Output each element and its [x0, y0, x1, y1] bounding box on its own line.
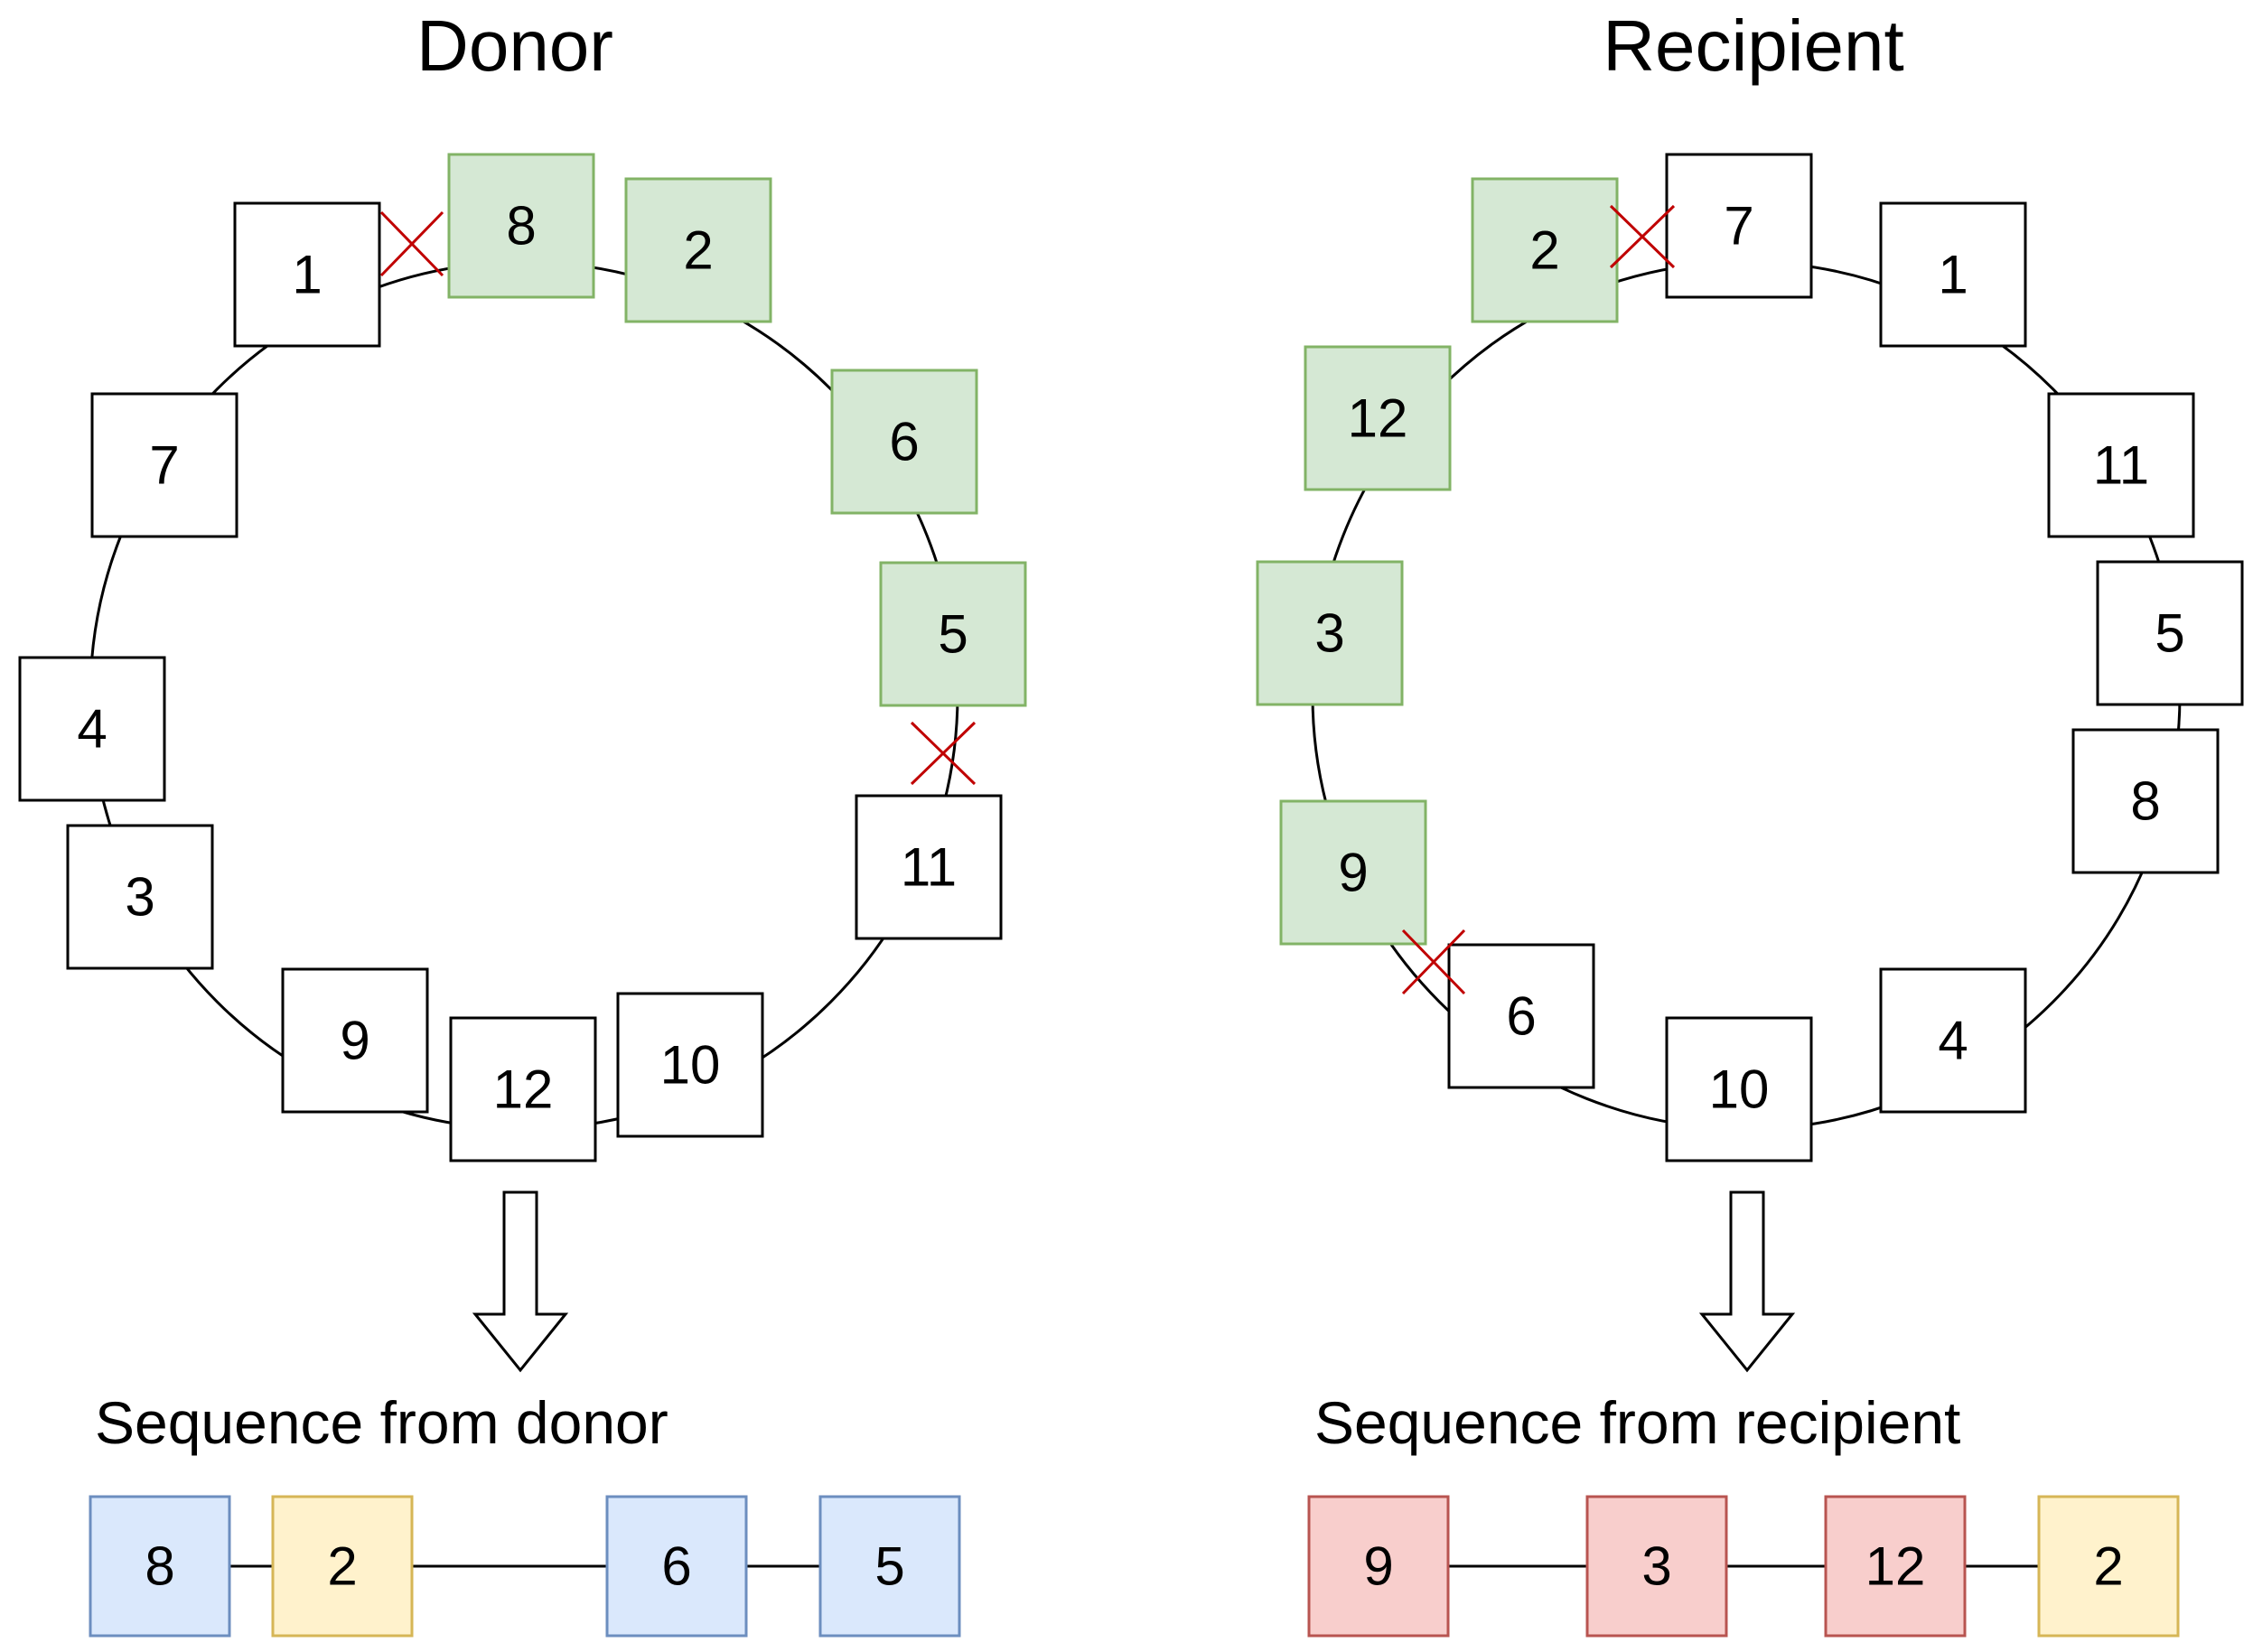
recipient-down-arrow: [1698, 1190, 1796, 1373]
svg-text:1: 1: [292, 245, 322, 305]
donor-node: 4: [18, 656, 166, 802]
recipient-node: 4: [1879, 967, 2027, 1114]
donor-sequence-item: 6: [605, 1495, 748, 1638]
svg-text:10: 10: [660, 1035, 721, 1096]
donor-cut-mark-2: [910, 721, 977, 786]
donor-node: 3: [66, 824, 214, 970]
svg-text:12: 12: [493, 1059, 554, 1120]
svg-text:5: 5: [2155, 603, 2184, 664]
donor-ring-nodes: 1 8 2 6 5 11 10 12 9 3 4 7: [18, 153, 1027, 1162]
donor-node: 10: [616, 992, 764, 1138]
recipient-ring-nodes: 7 1 11 5 8 4 10 6 9 3 12 2: [1256, 153, 2244, 1162]
svg-text:6: 6: [1506, 986, 1536, 1047]
svg-text:3: 3: [125, 867, 154, 928]
donor-down-arrow: [472, 1190, 569, 1373]
recipient-title: Recipient: [1603, 5, 1904, 86]
svg-text:2: 2: [2093, 1536, 2123, 1597]
donor-node: 9: [281, 967, 429, 1114]
donor-node: 1: [233, 201, 381, 348]
svg-text:6: 6: [889, 412, 919, 472]
svg-text:3: 3: [1641, 1536, 1671, 1597]
svg-text:8: 8: [506, 196, 536, 257]
recipient-node: 3: [1256, 560, 1404, 706]
svg-text:4: 4: [1938, 1011, 1968, 1071]
donor-ring: [89, 260, 959, 1131]
svg-text:7: 7: [149, 435, 179, 496]
recipient-sequence-title: Sequence from recipient: [1314, 1389, 1960, 1456]
recipient-node: 12: [1304, 345, 1452, 491]
svg-text:6: 6: [661, 1536, 691, 1597]
donor-sequence-item: 8: [89, 1495, 231, 1638]
recipient-cut-mark-2: [1401, 929, 1466, 995]
donor-sequence-item: 2: [271, 1495, 414, 1638]
recipient-sequence-item: 3: [1585, 1495, 1728, 1638]
recipient-node: 2: [1471, 177, 1619, 323]
donor-node: 6: [830, 369, 978, 515]
recipient-panel: Recipient 7 1 11 5 8 4 10 6 9 3 12 2 Se: [1256, 5, 2244, 1638]
donor-cut-mark-1: [379, 210, 444, 277]
donor-title: Donor: [416, 5, 613, 86]
svg-text:2: 2: [327, 1536, 357, 1597]
svg-text:12: 12: [1865, 1536, 1926, 1597]
svg-text:5: 5: [938, 604, 968, 665]
svg-text:9: 9: [1363, 1536, 1393, 1597]
svg-text:9: 9: [1338, 843, 1368, 903]
svg-text:7: 7: [1724, 196, 1753, 257]
donor-node: 7: [90, 392, 238, 538]
donor-node: 2: [624, 177, 772, 323]
svg-text:8: 8: [145, 1536, 174, 1597]
svg-text:5: 5: [874, 1536, 904, 1597]
recipient-node: 6: [1447, 943, 1595, 1089]
recipient-cut-mark-1: [1609, 204, 1676, 269]
recipient-sequence-item: 9: [1307, 1495, 1450, 1638]
svg-text:10: 10: [1709, 1059, 1770, 1120]
svg-text:2: 2: [1529, 220, 1559, 281]
svg-text:9: 9: [340, 1011, 369, 1071]
recipient-sequence: 9 3 12 2: [1307, 1495, 2180, 1638]
donor-sequence-item: 5: [818, 1495, 961, 1638]
donor-panel: Donor 1 8 2 6 5 11 10 12 9 3 4 7 Sequen: [18, 5, 1027, 1638]
svg-text:12: 12: [1348, 388, 1408, 449]
svg-text:8: 8: [2130, 771, 2160, 832]
svg-text:3: 3: [1314, 603, 1344, 664]
donor-sequence-title: Sequence from donor: [95, 1389, 668, 1456]
recipient-node: 1: [1879, 201, 2027, 348]
recipient-node: 11: [2047, 392, 2195, 538]
recipient-node: 9: [1279, 799, 1427, 946]
recipient-node: 10: [1665, 1016, 1813, 1162]
donor-node: 8: [447, 153, 595, 299]
recipient-node: 5: [2096, 560, 2244, 706]
svg-text:11: 11: [2093, 435, 2149, 496]
donor-node: 12: [449, 1016, 597, 1162]
svg-text:1: 1: [1938, 245, 1968, 305]
svg-text:4: 4: [77, 699, 107, 760]
donor-node: 11: [855, 794, 1003, 940]
donor-node: 5: [879, 561, 1027, 707]
svg-text:11: 11: [901, 837, 957, 898]
recipient-node: 8: [2071, 728, 2220, 874]
recipient-node: 7: [1665, 153, 1813, 299]
svg-text:2: 2: [683, 220, 713, 281]
recipient-sequence-item: 12: [1824, 1495, 1967, 1638]
recipient-sequence-item: 2: [2037, 1495, 2180, 1638]
donor-sequence: 8 2 6 5: [89, 1495, 961, 1638]
